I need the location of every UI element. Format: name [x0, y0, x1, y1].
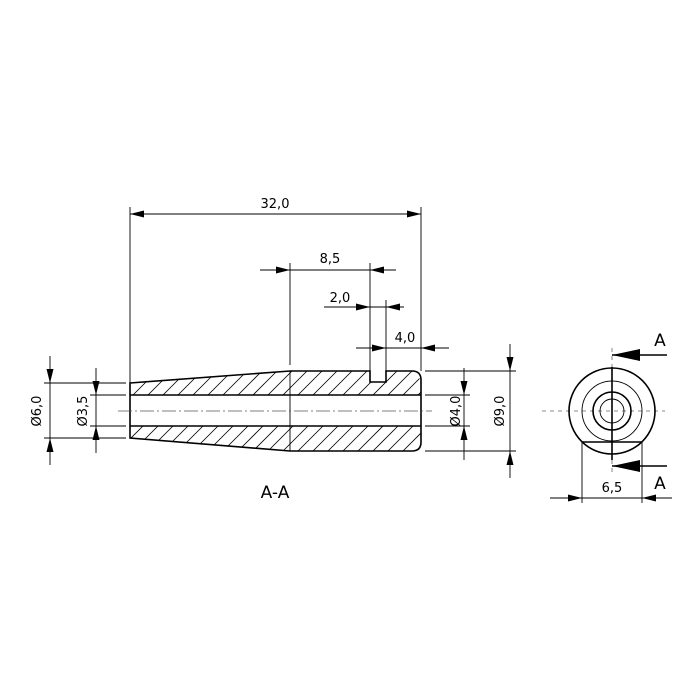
dimension-slot-to-end: 4,0: [356, 331, 449, 352]
hatch-line: [414, 426, 421, 451]
hatch-line: [369, 426, 402, 451]
hatch-line: [399, 426, 421, 451]
hatch-bottom: [130, 423, 476, 454]
hatch-line: [144, 371, 176, 395]
hatch-line: [130, 426, 132, 451]
section-cut-marker: A A: [611, 331, 667, 494]
hatch-line: [159, 426, 192, 451]
dimension-outer-large: Ø9,0: [425, 344, 516, 478]
dim-slot-offset-text: 8,5: [320, 252, 341, 267]
hatch-line: [219, 426, 252, 451]
section-label: A-A: [261, 483, 290, 503]
dimension-slot-width: 2,0: [324, 291, 404, 380]
dim-outer-small-text: Ø6,0: [30, 396, 45, 427]
hatch-line: [144, 426, 177, 451]
hatch-line: [324, 371, 356, 395]
dim-end-diameter-text: Ø4,0: [449, 396, 464, 427]
hatch-line: [369, 371, 401, 395]
hatch-line: [204, 426, 237, 451]
hatch-line: [354, 426, 387, 451]
hatch-line: [294, 371, 326, 395]
dimension-bore: Ø3,5: [76, 368, 126, 453]
hatch-line: [430, 423, 461, 454]
dimension-flat-width: 6,5: [550, 481, 672, 502]
hatch-line: [279, 426, 312, 451]
dim-slot-to-end-text: 4,0: [395, 331, 416, 346]
hatch-line: [189, 371, 221, 395]
hatch-line: [294, 426, 327, 451]
hatch-line: [445, 368, 475, 398]
hatch-line: [249, 371, 281, 395]
hatch-line: [279, 371, 311, 395]
hatch-line: [399, 371, 421, 395]
cut-marker-top-label: A: [654, 331, 666, 351]
dimension-overall-length: 32,0: [129, 197, 422, 383]
hatch-line: [384, 371, 416, 395]
hatch-line: [445, 423, 476, 454]
end-view: [542, 348, 665, 503]
cut-marker-bottom-label: A: [654, 474, 666, 494]
dim-bore-text: Ø3,5: [76, 396, 91, 427]
hatch-line: [174, 371, 206, 395]
hatch-line: [159, 371, 191, 395]
hatch-line: [430, 368, 460, 398]
dim-overall-length-text: 32,0: [261, 197, 290, 212]
dim-slot-width-text: 2,0: [330, 291, 351, 306]
dimension-slot-offset: 8,5: [260, 252, 396, 380]
dim-flat-width-text: 6,5: [602, 481, 623, 496]
hatch-line: [174, 426, 207, 451]
hatch-line: [189, 426, 222, 451]
dimension-outer-small: Ø6,0: [30, 356, 126, 465]
hatch-line: [414, 371, 421, 395]
hatch-line: [204, 371, 236, 395]
dimension-end-diameter: Ø4,0: [425, 368, 470, 460]
hatch-line: [309, 371, 341, 395]
dim-outer-large-text: Ø9,0: [493, 396, 508, 427]
hatch-line: [219, 371, 251, 395]
hatch-line: [384, 426, 417, 451]
hatch-top: [130, 368, 475, 398]
hatch-line: [324, 426, 357, 451]
hatch-line: [309, 426, 342, 451]
section-view: [118, 368, 476, 454]
hatch-line: [339, 371, 371, 395]
hatch-line: [339, 426, 372, 451]
